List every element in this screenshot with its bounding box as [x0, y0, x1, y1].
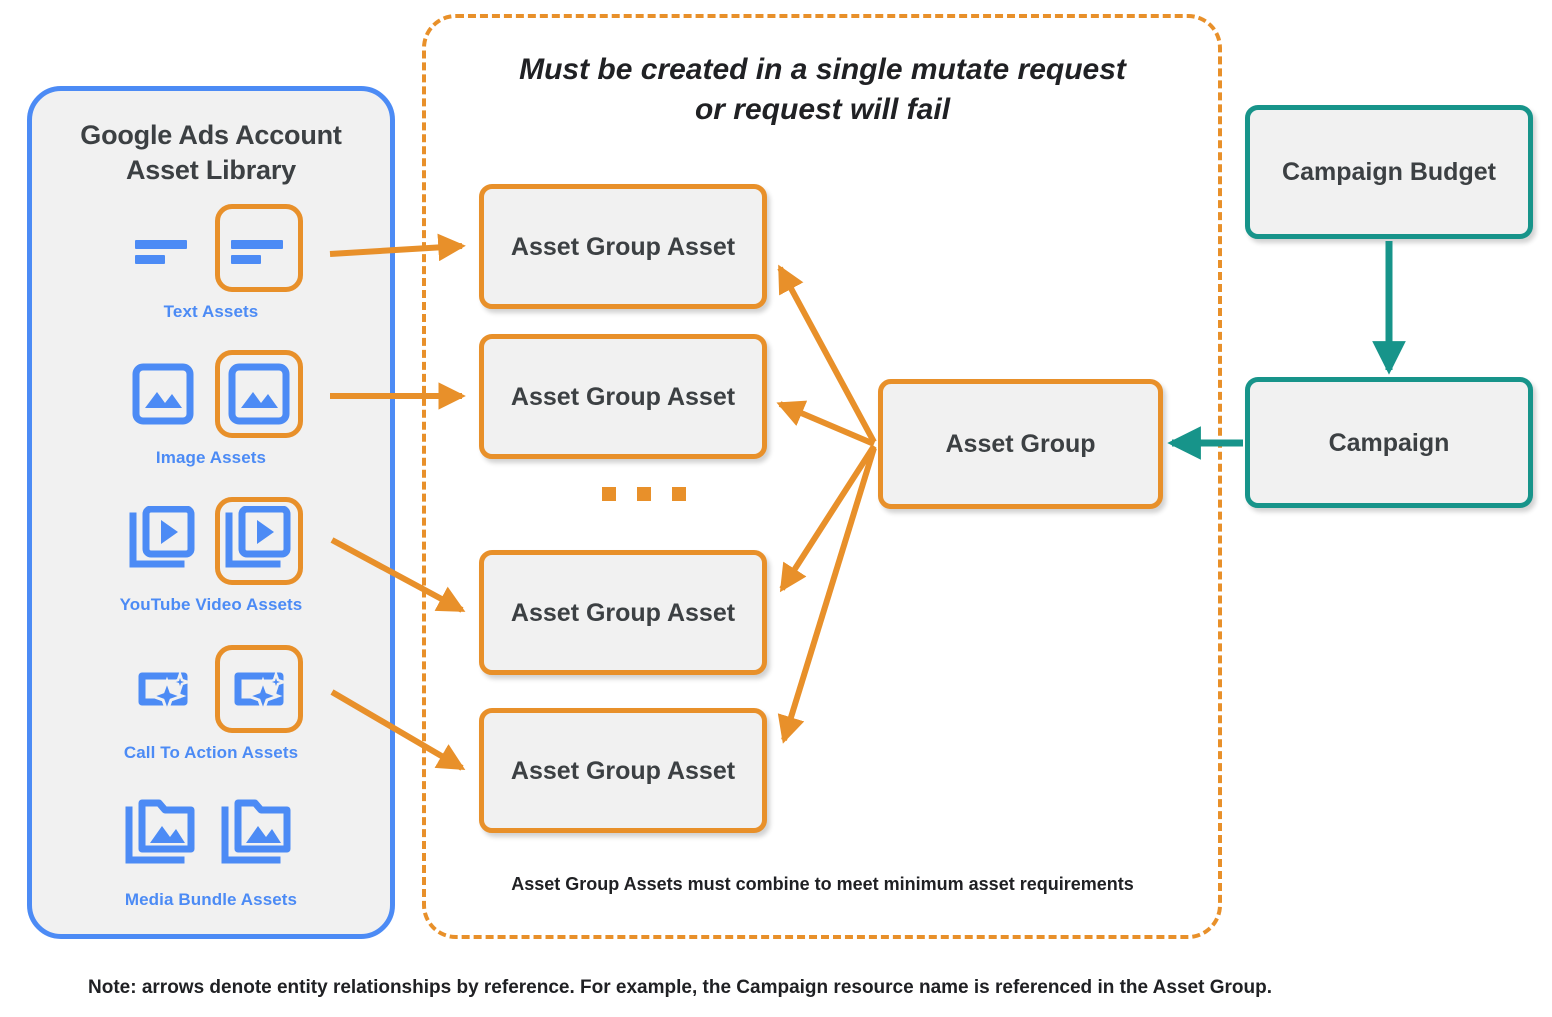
asset-group-asset-label-2: Asset Group Asset — [510, 382, 736, 411]
folder-image-icon — [119, 792, 207, 880]
asset-row-text-assets[interactable]: Text Assets — [32, 197, 390, 322]
asset-group-node[interactable]: Asset Group — [878, 379, 1163, 509]
mutate-request-region — [422, 14, 1222, 939]
diagram-note: Note: arrows denote entity relationships… — [88, 977, 1272, 998]
mutate-heading-line1: Must be created in a single mutate reque… — [519, 53, 1126, 86]
image-icon-highlighted[interactable] — [215, 350, 303, 438]
asset-caption-media-bundle-assets: Media Bundle Assets — [124, 890, 298, 909]
video-stack-icon-highlighted[interactable] — [215, 497, 303, 585]
asset-caption-call-to-action-assets: Call To Action Assets — [123, 743, 299, 762]
asset-library-title-line1: Google Ads Account — [80, 120, 342, 150]
asset-row-call-to-action-assets[interactable]: Call To Action Assets — [32, 638, 390, 763]
asset-icons-image — [32, 343, 390, 445]
asset-group-asset-node-1[interactable]: Asset Group Asset — [479, 184, 767, 309]
asset-row-media-bundle-assets[interactable]: Media Bundle Assets — [32, 785, 390, 910]
ellipsis-dot-3 — [672, 487, 686, 501]
asset-group-label: Asset Group — [945, 430, 1096, 458]
ellipsis-dot-1 — [602, 487, 616, 501]
campaign-budget-node[interactable]: Campaign Budget — [1245, 105, 1533, 239]
asset-icons-video — [32, 490, 390, 592]
asset-group-asset-label-1: Asset Group Asset — [510, 232, 736, 261]
campaign-label: Campaign — [1328, 428, 1450, 457]
asset-caption-youtube-video-assets: YouTube Video Assets — [119, 595, 303, 614]
campaign-node[interactable]: Campaign — [1245, 377, 1533, 508]
asset-group-asset-node-2[interactable]: Asset Group Asset — [479, 334, 767, 459]
campaign-budget-label: Campaign Budget — [1282, 158, 1496, 186]
asset-row-youtube-video-assets[interactable]: YouTube Video Assets — [32, 490, 390, 615]
folder-image-icon-2 — [215, 792, 303, 880]
asset-icons-cta — [32, 638, 390, 740]
asset-row-image-assets[interactable]: Image Assets — [32, 343, 390, 468]
mutate-heading-line2: or request will fail — [694, 92, 951, 126]
image-icon — [119, 350, 207, 438]
text-lines-icon — [119, 204, 207, 292]
asset-caption-text-assets: Text Assets — [163, 302, 259, 321]
text-lines-icon-highlighted[interactable] — [215, 204, 303, 292]
asset-library-title: Google Ads Account Asset Library — [32, 118, 390, 188]
cta-sparkle-icon — [119, 645, 207, 733]
asset-group-asset-node-4[interactable]: Asset Group Asset — [479, 708, 767, 833]
asset-group-asset-label-3: Asset Group Asset — [510, 598, 736, 627]
asset-caption-image-assets: Image Assets — [155, 448, 267, 467]
asset-icons-media-bundle — [32, 785, 390, 887]
asset-group-asset-node-3[interactable]: Asset Group Asset — [479, 550, 767, 675]
asset-icons-text — [32, 197, 390, 299]
ellipsis-dot-2 — [637, 487, 651, 501]
asset-group-asset-ellipsis — [602, 487, 712, 501]
mutate-region-heading: Must be created in a single mutate reque… — [440, 50, 1205, 130]
asset-group-asset-label-4: Asset Group Asset — [510, 756, 736, 785]
video-stack-icon — [119, 497, 207, 585]
asset-library-panel: Google Ads Account Asset Library — [27, 86, 395, 939]
asset-library-title-line2: Asset Library — [126, 155, 296, 186]
cta-sparkle-icon-highlighted[interactable] — [215, 645, 303, 733]
mutate-region-footnote: Asset Group Assets must combine to meet … — [511, 874, 1134, 894]
